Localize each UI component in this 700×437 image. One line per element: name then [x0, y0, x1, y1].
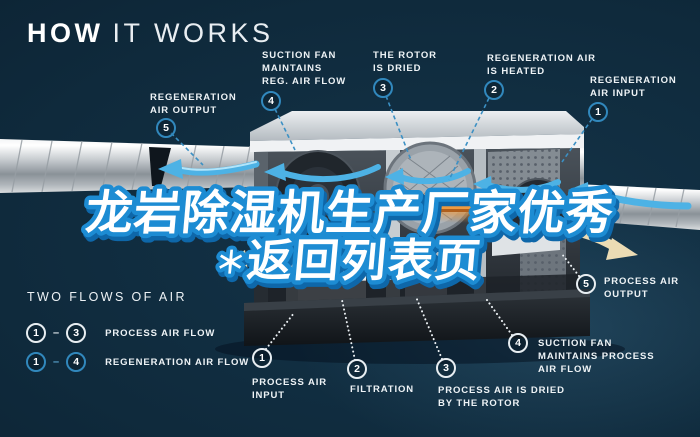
callout-label-filtration: FILTRATION	[350, 384, 415, 395]
callout-label-regeneration-air-heated: REGENERATION AIR IS HEATED	[487, 53, 596, 78]
callout-badge-process-2: 2	[347, 359, 367, 379]
leader-lines-process	[265, 253, 580, 361]
callout-badge-regen-1: 1	[588, 102, 608, 122]
callout-label-process-air-output: PROCESS AIR OUTPUT	[604, 276, 680, 301]
callout-badge-process-5: 5	[576, 274, 596, 294]
callout-label-rotor-is-dried: THE ROTOR IS DRIED	[373, 50, 437, 75]
callout-badge-process-4: 4	[508, 333, 528, 353]
regeneration-airflow-arrows	[158, 159, 692, 210]
callout-badge-regen-5: 5	[156, 118, 176, 138]
callout-label-suction-fan-reg: SUCTION FAN MAINTAINS REG. AIR FLOW	[262, 50, 347, 88]
title-word-it-works: IT WORKS	[112, 18, 274, 48]
legend-row-process: 1 – 3 PROCESS AIR FLOW	[26, 323, 215, 343]
callout-badge-regen-3: 3	[373, 78, 393, 98]
callout-label-process-air-dried: PROCESS AIR IS DRIED BY THE ROTOR	[438, 385, 565, 410]
machine-body	[244, 111, 590, 346]
page-title: HOW IT WORKS	[27, 18, 274, 49]
callout-label-regeneration-air-output: REGENERATION AIR OUTPUT	[150, 92, 237, 117]
legend-regen-label: REGENERATION AIR FLOW	[105, 356, 250, 368]
legend-process-label: PROCESS AIR FLOW	[105, 327, 216, 339]
legend-row-regeneration: 1 – 4 REGENERATION AIR FLOW	[26, 352, 249, 372]
callout-badge-regen-2: 2	[484, 80, 504, 100]
legend-process-dash: –	[53, 327, 60, 339]
machine-lid	[250, 111, 584, 141]
callout-badge-process-3: 3	[436, 358, 456, 378]
callout-badge-regen-4: 4	[261, 91, 281, 111]
legend-process-badge-from: 1	[26, 323, 46, 343]
legend-regen-badge-to: 4	[66, 352, 87, 372]
left-duct	[0, 139, 256, 193]
legend-heading: TWO FLOWS OF AIR	[27, 290, 187, 304]
legend-regen-dash: –	[53, 356, 60, 368]
callout-label-suction-fan-process: SUCTION FAN MAINTAINS PROCESS AIR FLOW	[538, 338, 655, 376]
callout-label-regeneration-air-input: REGENERATION AIR INPUT	[590, 75, 677, 100]
legend-process-badge-to: 3	[66, 323, 87, 343]
legend-regen-badge-from: 1	[26, 352, 46, 372]
title-word-how: HOW	[27, 18, 104, 48]
callout-badge-process-1: 1	[252, 348, 272, 368]
leader-lines-regeneration	[170, 95, 593, 181]
duct-notch	[149, 147, 171, 186]
callout-label-process-air-input: PROCESS AIR INPUT	[252, 377, 328, 402]
process-airflow-arrows	[222, 222, 638, 272]
